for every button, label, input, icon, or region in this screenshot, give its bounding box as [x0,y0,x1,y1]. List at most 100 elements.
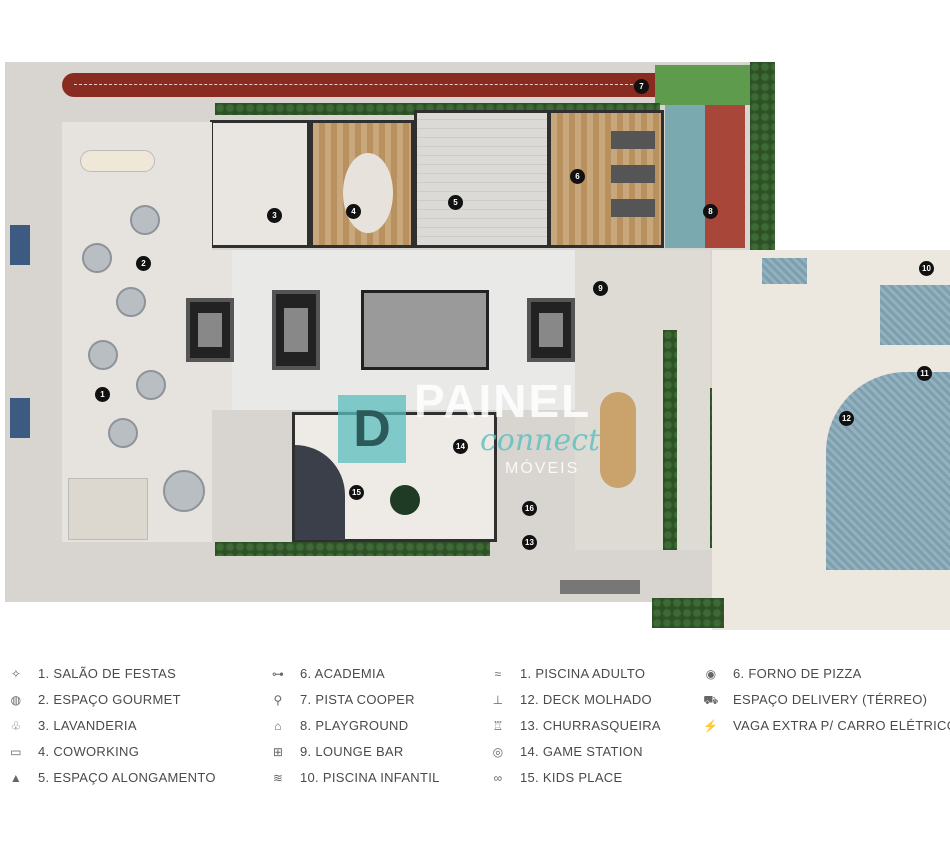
marker-3: 3 [267,208,282,223]
kids-game-room [292,412,497,542]
stretching-room [414,110,550,248]
party-icon: ✧ [10,666,22,681]
coworking-room [310,120,414,248]
legend-label: 1. SALÃO DE FESTAS [38,666,177,681]
dumbbell-icon: ⊶ [271,666,285,681]
laptop-icon: ▭ [10,744,22,759]
legend-item: ⛟ ESPAÇO DELIVERY (TÉRREO) [703,692,927,707]
table [88,340,118,370]
elevator [527,298,575,362]
table [130,205,160,235]
swimmer-icon: ≈ [494,666,502,681]
legend-item: ♖13. CHURRASQUEIRA [490,718,661,733]
marker-16: 16 [522,501,537,516]
legend-label: 12. DECK MOLHADO [520,692,652,707]
stairs [361,290,489,370]
shirt-icon: ♧ [10,718,22,733]
watermark-logo-letter: D [353,400,391,458]
kids-table [390,485,420,515]
runner-icon: ⚲ [273,692,283,707]
grill-bench [560,580,640,594]
watermark-script: connect [480,423,601,458]
bar-icon: ⊞ [272,744,284,759]
legend-label: 9. LOUNGE BAR [300,744,404,759]
hedge [652,598,724,628]
stretching-icon: ▲ [9,770,23,785]
legend-item: ♧ 3. LAVANDERIA [8,718,137,733]
spa [762,258,807,284]
legend-label: VAGA EXTRA P/ CARRO ELÉTRICO ( [733,718,950,733]
legend-item: ◍2. ESPAÇO GOURMET [8,692,181,707]
legend-item: ⚲ 7. PISTA COOPER [270,692,415,707]
delivery-scooter-icon: ⛟ [703,692,719,707]
treadmill [611,165,655,183]
legend-label: ESPAÇO DELIVERY (TÉRREO) [733,692,928,707]
legend-label: 13. CHURRASQUEIRA [520,718,661,733]
electric-car-icon: ⚡ [703,718,719,733]
legend: ✧ 1. SALÃO DE FESTAS ◍2. ESPAÇO GOURMET ♧ 3.… [0,660,950,800]
legend-label: 6. ACADEMIA [300,666,385,681]
legend-label: 15. KIDS PLACE [520,770,623,785]
watermark-sub: MÓVEIS [505,460,580,477]
hedge-bottom [215,542,490,556]
bench [10,225,30,265]
table [116,287,146,317]
legend-label: 14. GAME STATION [520,744,643,759]
marker-8: 8 [703,204,718,219]
marker-11: 11 [917,366,932,381]
legend-label: 2. ESPAÇO GOURMET [38,692,181,707]
watermark-brand: PAINEL [414,375,592,427]
coworking-rug [343,153,393,233]
legend-label: 5. ESPAÇO ALONGAMENTO [38,770,216,785]
table [163,470,205,512]
legend-item: ⊞ 9. LOUNGE BAR [270,744,404,759]
lawn [655,65,750,105]
slide-icon: ⌂ [274,718,282,733]
elevator [272,290,320,370]
pizza-icon: ◉ [705,666,717,681]
marker-4: 4 [346,204,361,219]
legend-label: 1. PISCINA ADULTO [520,666,646,681]
marker-1: 1 [95,387,110,402]
marker-12: 12 [839,411,854,426]
treadmill [611,199,655,217]
legend-item: ≋10. PISCINA INFANTIL [270,770,440,785]
marker-6: 6 [570,169,585,184]
floor-plan: D PAINEL connect MÓVEIS 1 2 3 4 5 6 7 8 … [5,62,950,630]
marker-10: 10 [919,261,934,276]
playground-area [665,105,745,248]
legend-item: ⊶ 6. ACADEMIA [270,666,385,681]
legend-label: 4. COWORKING [38,744,140,759]
legend-label: 3. LAVANDERIA [38,718,137,733]
legend-label: 7. PISTA COOPER [300,692,415,707]
marker-9: 9 [593,281,608,296]
adult-pool [826,372,950,570]
track-lane-line [74,84,638,85]
marker-15: 15 [349,485,364,500]
legend-item: ✧ 1. SALÃO DE FESTAS [8,666,176,681]
marker-5: 5 [448,195,463,210]
legend-item: ⌂ 8. PLAYGROUND [270,718,408,733]
table [108,418,138,448]
sunbed-icon: ⊥ [492,692,504,707]
table [136,370,166,400]
legend-item: ◉ 6. FORNO DE PIZZA [703,666,862,681]
lavanderia-room [210,120,310,248]
gym-room [548,110,664,248]
hedge [663,330,677,550]
legend-item: ◎ 14. GAME STATION [490,744,643,759]
legend-item: ∞15. KIDS PLACE [490,770,623,785]
marker-14: 14 [453,439,468,454]
hedge-right-top [750,62,775,252]
children-pool [880,285,950,345]
legend-item: ⚡ VAGA EXTRA P/ CARRO ELÉTRICO ( [703,718,950,733]
child-pool-icon: ≋ [272,770,284,785]
legend-label: 6. FORNO DE PIZZA [733,666,862,681]
gamepad-icon: ◎ [492,744,504,759]
legend-item: ▭ 4. COWORKING [8,744,139,759]
legend-label: 8. PLAYGROUND [300,718,409,733]
bench [10,398,30,438]
elevator [186,298,234,362]
legend-item: ≈1. PISCINA ADULTO [490,666,645,681]
marker-13: 13 [522,535,537,550]
